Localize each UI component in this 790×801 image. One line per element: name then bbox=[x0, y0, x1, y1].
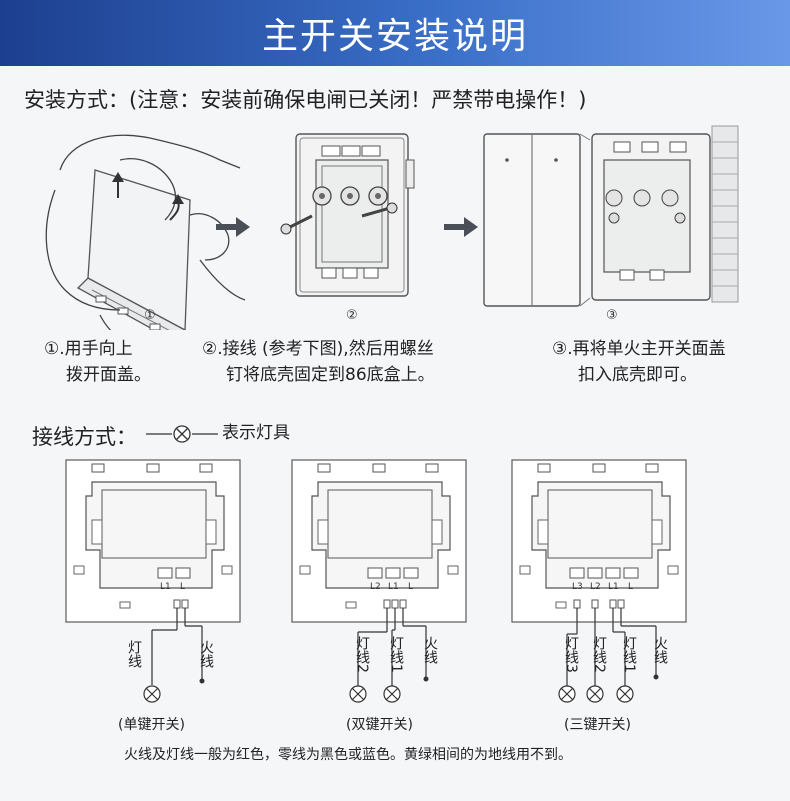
terminal-label: L bbox=[180, 582, 185, 592]
wire-label: 灯线 bbox=[126, 640, 142, 668]
terminal-label: L3 bbox=[572, 582, 583, 592]
step1-illustration: ① bbox=[45, 134, 246, 330]
diagram-caption-single: (单键开关) bbox=[118, 717, 185, 733]
terminal-label: L1 bbox=[388, 582, 399, 592]
wire-label: 灯线1 bbox=[388, 636, 404, 673]
step3-caption-line1: ③.再将单火主开关面盖 bbox=[552, 339, 726, 359]
step2-illustration: ② bbox=[280, 133, 415, 323]
step2-caption-line2: 钉将底壳固定到86底盒上。 bbox=[226, 365, 435, 385]
diagram-caption-double: (双键开关) bbox=[346, 717, 413, 733]
install-heading: 安装方式：(注意：安装前确保电闸已关闭！严禁带电操作！) bbox=[24, 88, 587, 112]
step1-number: ① bbox=[144, 308, 156, 323]
title-banner: 主开关安装说明 bbox=[0, 0, 790, 66]
step3-illustration: ③ bbox=[483, 125, 739, 323]
wiring-diagram-triple: L3 L2 L1 L 灯线3 灯线2 灯线1 火线 bbox=[511, 459, 687, 703]
lamp-legend-symbol bbox=[146, 425, 218, 443]
terminal-label: L1 bbox=[160, 582, 171, 592]
wiring-heading: 接线方式： bbox=[32, 425, 137, 449]
step1-caption-line2: 拨开面盖。 bbox=[66, 365, 151, 385]
terminal-label: L1 bbox=[608, 582, 619, 592]
wire-label: 火线 bbox=[198, 640, 214, 668]
step2-caption-line1: ②.接线 (参考下图),然后用螺丝 bbox=[202, 339, 434, 359]
step3-number: ③ bbox=[606, 308, 618, 323]
step2-number: ② bbox=[346, 308, 358, 323]
wire-label: 灯线2 bbox=[591, 636, 607, 673]
step-arrow-1 bbox=[216, 217, 250, 237]
wire-label: 灯线1 bbox=[621, 636, 637, 673]
install-illustrations: ① ② bbox=[45, 125, 739, 330]
wire-label: 灯线2 bbox=[354, 636, 370, 673]
wire-label: 灯线3 bbox=[563, 636, 579, 673]
terminal-label: L2 bbox=[370, 582, 381, 592]
terminal-label: L2 bbox=[590, 582, 601, 592]
wire-label: 火线 bbox=[652, 636, 668, 664]
wiring-diagrams: L1 L 灯线 火线 L2 L1 L bbox=[65, 459, 687, 703]
diagram-caption-triple: (三键开关) bbox=[564, 717, 631, 733]
wire-label: 火线 bbox=[422, 636, 438, 664]
lamp-legend-text: 表示灯具 bbox=[222, 423, 290, 443]
terminal-label: L bbox=[628, 582, 633, 592]
step1-caption-line1: ①.用手向上 bbox=[44, 339, 133, 359]
wire-color-note: 火线及灯线一般为红色，零线为黑色或蓝色。黄绿相间的为地线用不到。 bbox=[124, 747, 572, 763]
page-title: 主开关安装说明 bbox=[261, 16, 528, 57]
wiring-diagram-double: L2 L1 L 灯线2 灯线1 火线 bbox=[291, 459, 467, 703]
step3-caption-line2: 扣入底壳即可。 bbox=[578, 365, 697, 385]
wiring-diagram-single: L1 L 灯线 火线 bbox=[65, 459, 241, 703]
step-arrow-2 bbox=[444, 217, 478, 237]
terminal-label: L bbox=[408, 582, 413, 592]
